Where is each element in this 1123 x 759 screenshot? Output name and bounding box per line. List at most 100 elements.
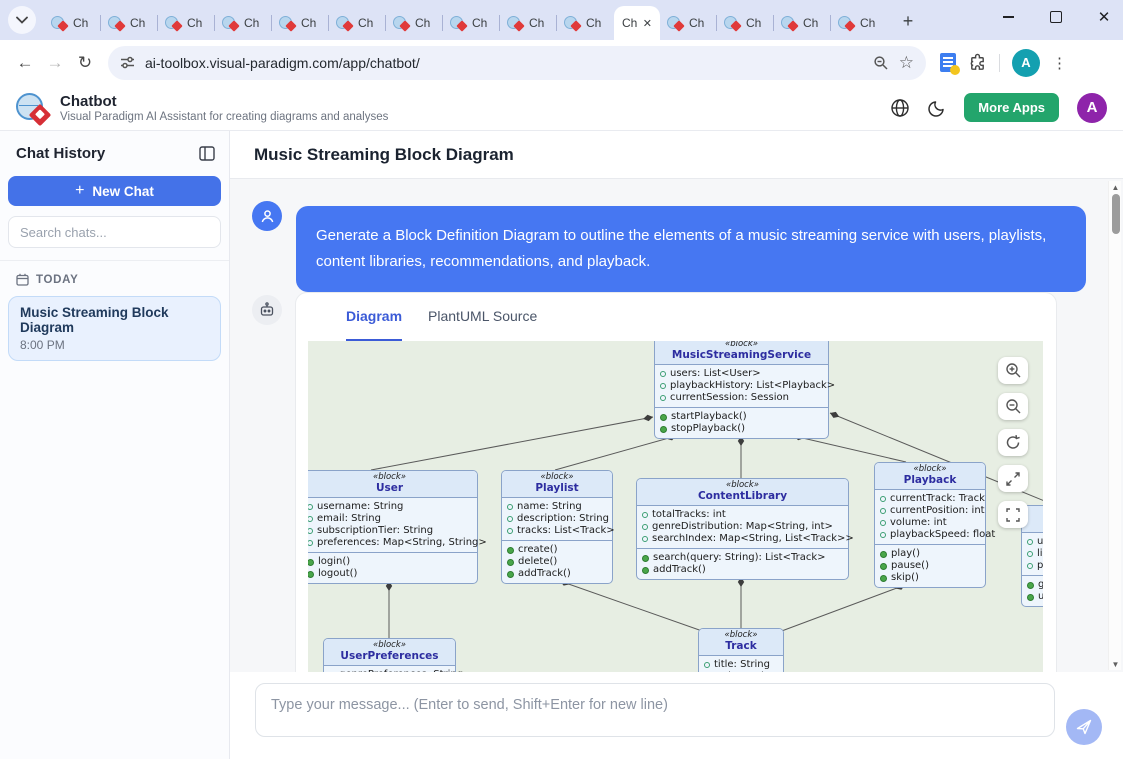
- operation-circle-icon: [308, 558, 314, 566]
- browser-tab[interactable]: Ch: [716, 6, 774, 40]
- message-input-bar: [230, 672, 1123, 759]
- browser-tab[interactable]: Ch: [385, 6, 443, 40]
- browser-tab[interactable]: Ch: [214, 6, 272, 40]
- new-tab-button[interactable]: +: [902, 10, 914, 31]
- search-chats-input[interactable]: [8, 216, 221, 248]
- tab-label: Ch: [472, 16, 488, 30]
- uml-block-clipped[interactable]: userlistenpopgenupd: [1021, 505, 1043, 607]
- tab-label: Ch: [689, 16, 705, 30]
- user-avatar[interactable]: A: [1077, 92, 1107, 123]
- chat-scrollbar[interactable]: ▲ ▼: [1108, 181, 1121, 670]
- block-attributes: title: Stringartist: String: [699, 656, 783, 672]
- language-globe-icon[interactable]: [890, 98, 910, 118]
- reading-list-icon[interactable]: [940, 53, 960, 75]
- app-title: Chatbot: [60, 92, 117, 110]
- zoom-out-button[interactable]: [998, 393, 1028, 420]
- collapse-sidebar-icon[interactable]: [199, 146, 215, 161]
- send-button[interactable]: [1066, 709, 1102, 745]
- operation-circle-icon: [507, 558, 514, 566]
- scroll-down-icon[interactable]: ▼: [1111, 659, 1120, 669]
- chat-item-title: Music Streaming Block Diagram: [20, 305, 169, 335]
- maximize-icon[interactable]: [1049, 10, 1063, 24]
- fit-screen-button[interactable]: [998, 501, 1028, 528]
- tab-label: Ch: [73, 16, 89, 30]
- site-info-icon[interactable]: [120, 55, 135, 70]
- extensions-puzzle-icon[interactable]: [968, 53, 987, 72]
- reset-view-button[interactable]: [998, 429, 1028, 456]
- more-apps-button[interactable]: More Apps: [964, 93, 1059, 122]
- attribute-circle-icon: [308, 516, 313, 522]
- url-text[interactable]: ai-toolbox.visual-paradigm.com/app/chatb…: [145, 54, 420, 71]
- browser-tab[interactable]: Ch: [556, 6, 614, 40]
- attribute-circle-icon: [308, 540, 313, 546]
- dark-mode-moon-icon[interactable]: [928, 99, 946, 117]
- attribute-circle-icon: [1027, 551, 1033, 557]
- attribute-circle-icon: [880, 508, 886, 514]
- browser-tab-active[interactable]: Ch ✕: [614, 6, 660, 40]
- visual-paradigm-favicon: [279, 15, 297, 32]
- diagram-card-tabs: Diagram PlantUML Source: [296, 293, 1056, 341]
- scrollbar-thumb[interactable]: [1111, 194, 1120, 234]
- browser-profile-avatar[interactable]: A: [1012, 48, 1040, 77]
- visual-paradigm-favicon: [165, 15, 183, 32]
- expand-button[interactable]: [998, 465, 1028, 492]
- tab-label: Ch: [244, 16, 260, 30]
- tab-diagram[interactable]: Diagram: [346, 308, 403, 341]
- minimize-icon[interactable]: [1001, 10, 1015, 24]
- scroll-up-icon[interactable]: ▲: [1111, 182, 1120, 192]
- browser-tab[interactable]: Ch: [442, 6, 500, 40]
- block-operations: startPlayback()stopPlayback(): [655, 407, 828, 438]
- chrome-menu-icon[interactable]: ⋮: [1052, 54, 1067, 72]
- visual-paradigm-favicon: [450, 15, 468, 32]
- browser-toolbar: ← → ↻ ai-toolbox.visual-paradigm.com/app…: [0, 40, 1123, 85]
- close-icon[interactable]: ✕: [1097, 9, 1111, 26]
- tab-close-icon[interactable]: ✕: [642, 17, 652, 30]
- browser-tab[interactable]: Ch: [100, 6, 158, 40]
- visual-paradigm-favicon: [108, 15, 126, 32]
- new-chat-button[interactable]: +New Chat: [8, 176, 221, 206]
- visual-paradigm-favicon: [724, 15, 742, 32]
- tab-label: Ch: [622, 16, 637, 30]
- browser-tab[interactable]: Ch: [830, 6, 888, 40]
- section-label: TODAY: [36, 273, 79, 286]
- browser-tab[interactable]: Ch: [271, 6, 329, 40]
- browser-tab[interactable]: Ch: [773, 6, 831, 40]
- message-input[interactable]: [255, 683, 1055, 737]
- tab-search-button[interactable]: [8, 6, 36, 34]
- bookmark-star-icon[interactable]: ☆: [898, 52, 914, 72]
- composition-diamond-icon: [830, 411, 840, 418]
- attribute-circle-icon: [880, 532, 886, 538]
- browser-tab[interactable]: Ch: [157, 6, 215, 40]
- uml-block-userpreferences[interactable]: «block»UserPreferencesgenrePreferences: …: [323, 638, 463, 672]
- tab-label: Ch: [415, 16, 431, 30]
- browser-tab[interactable]: Ch: [44, 6, 101, 40]
- block-name: [1026, 517, 1043, 529]
- zoom-page-icon[interactable]: [873, 55, 889, 71]
- attribute-circle-icon: [642, 536, 648, 542]
- block-name: User: [375, 482, 404, 494]
- attribute-circle-icon: [507, 504, 513, 510]
- address-bar[interactable]: ai-toolbox.visual-paradigm.com/app/chatb…: [108, 45, 926, 80]
- browser-tab[interactable]: Ch: [328, 6, 386, 40]
- zoom-in-button[interactable]: [998, 357, 1028, 384]
- chat-history-item[interactable]: Music Streaming Block Diagram 8:00 PM: [8, 296, 221, 361]
- back-icon[interactable]: ←: [16, 52, 34, 72]
- visual-paradigm-favicon: [781, 15, 799, 32]
- tab-label: Ch: [860, 16, 876, 30]
- attribute-circle-icon: [642, 524, 648, 530]
- visual-paradigm-favicon: [393, 15, 411, 32]
- tab-plantuml-source[interactable]: PlantUML Source: [428, 308, 538, 324]
- forward-icon[interactable]: →: [46, 52, 64, 72]
- browser-tab[interactable]: Ch: [660, 6, 717, 40]
- refresh-icon[interactable]: ↻: [77, 52, 93, 72]
- browser-tab[interactable]: Ch: [499, 6, 557, 40]
